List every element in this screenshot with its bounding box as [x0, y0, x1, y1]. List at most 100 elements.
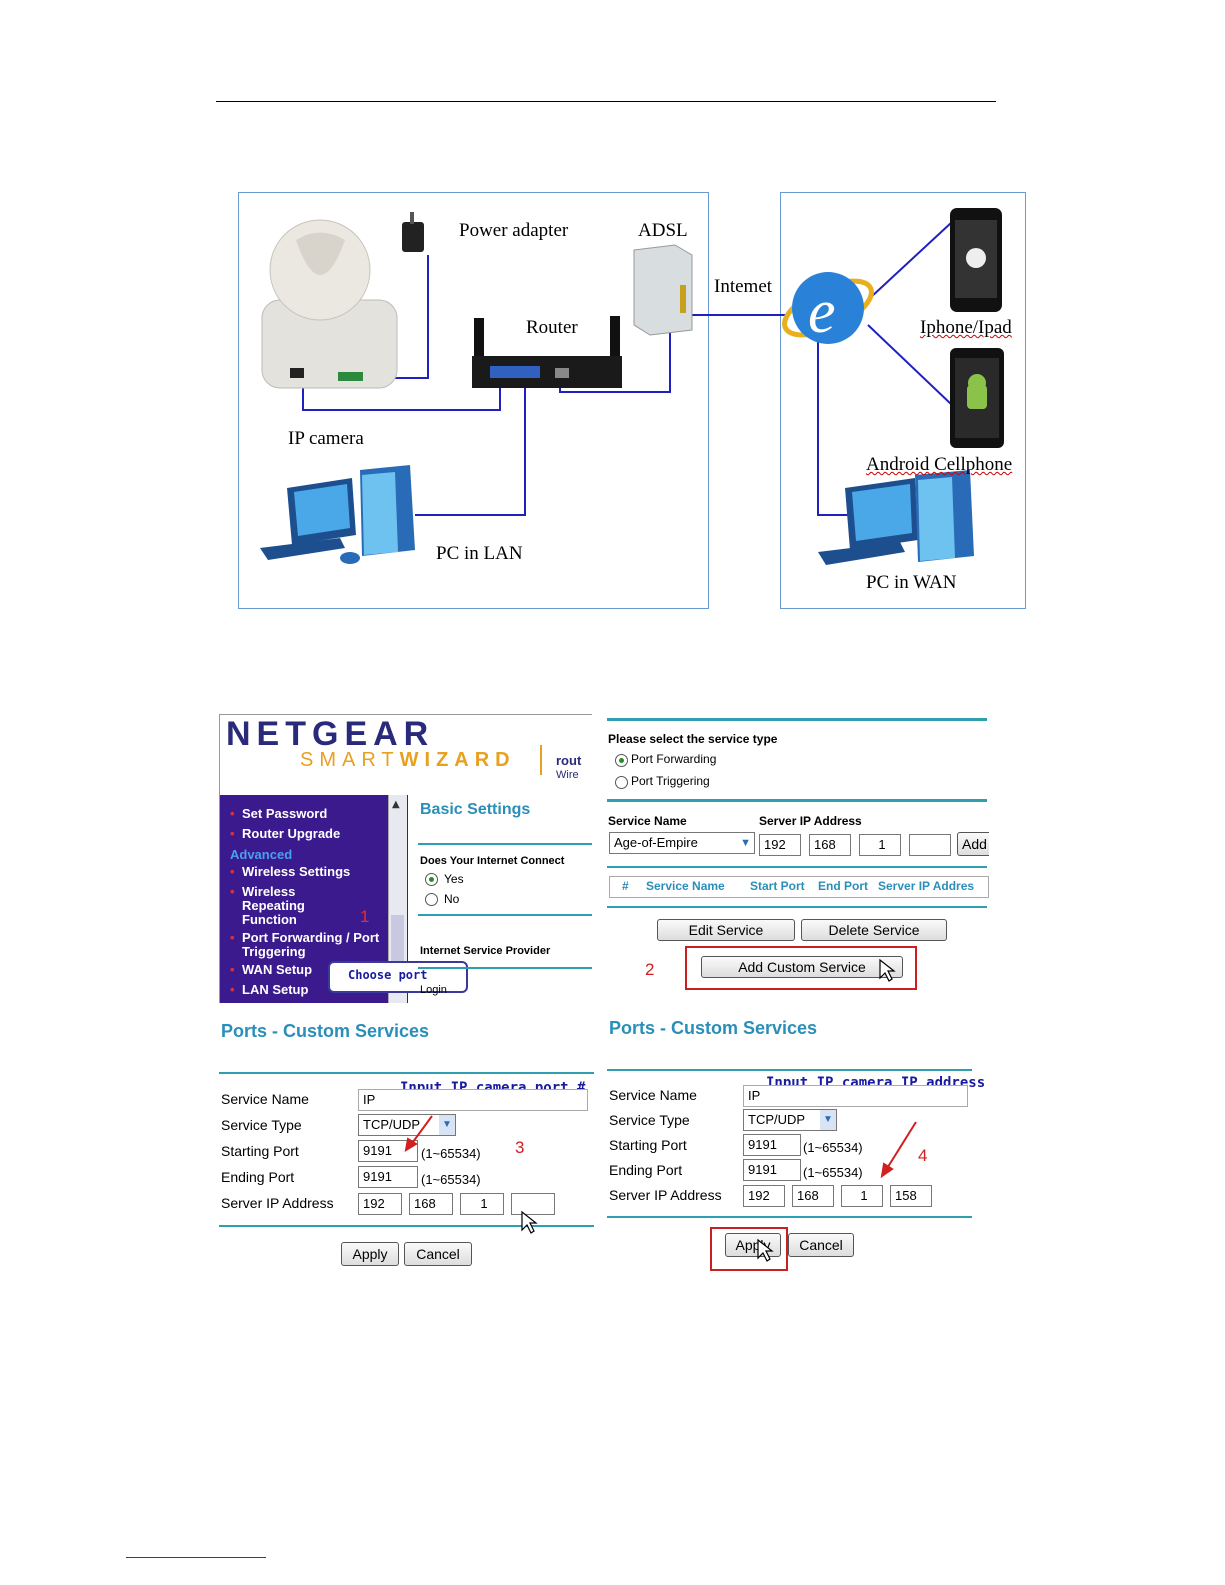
- ip-camera-icon: [261, 219, 398, 389]
- left-ip-2[interactable]: 168: [409, 1193, 453, 1215]
- custom-service-highlight: [685, 946, 917, 990]
- menu-set-password[interactable]: Set Password: [230, 807, 327, 822]
- right-label-server-ip: Server IP Address: [609, 1187, 722, 1203]
- advanced-menu: Set Password Router Upgrade Advanced Wir…: [220, 795, 408, 1003]
- radio-yes[interactable]: [425, 873, 438, 886]
- menu-port-forwarding[interactable]: Port Forwarding / Port Triggering: [230, 931, 382, 959]
- add-custom-service-button[interactable]: Add Custom Service: [701, 956, 903, 978]
- server-ip-3[interactable]: 1: [859, 834, 901, 856]
- delete-service-button[interactable]: Delete Service: [801, 919, 947, 941]
- right-ip-4[interactable]: 158: [890, 1185, 932, 1207]
- right-apply-button[interactable]: Apply: [725, 1233, 781, 1257]
- menu-lan-setup[interactable]: LAN Setup: [230, 983, 309, 998]
- adsl-label: ADSL: [638, 220, 688, 241]
- server-ip-1[interactable]: 192: [759, 834, 801, 856]
- chevron-down-icon: ▼: [439, 1115, 455, 1135]
- right-ip-3[interactable]: 1: [841, 1185, 883, 1207]
- left-apply-button[interactable]: Apply: [341, 1242, 399, 1266]
- right-starting-port-input[interactable]: 9191: [743, 1134, 801, 1156]
- radio-port-triggering[interactable]: [615, 776, 628, 789]
- basic-divider: [418, 843, 592, 845]
- service-type-heading: Please select the service type: [608, 732, 778, 746]
- arrowhead-4: [880, 1162, 894, 1179]
- th-start-port: Start Port: [750, 879, 805, 893]
- netgear-logo: NETGEAR: [226, 715, 435, 753]
- login-label: Login: [420, 984, 447, 996]
- right-service-type-select[interactable]: TCP/UDP▼: [743, 1109, 837, 1131]
- internet-explorer-icon: e: [782, 272, 874, 346]
- left-end-range: (1~65534): [421, 1172, 481, 1187]
- logo-side-text1: rout: [556, 753, 582, 768]
- pc-lan-label: PC in LAN: [436, 543, 523, 564]
- left-service-type-select[interactable]: TCP/UDP ▼: [358, 1114, 456, 1136]
- step-2-marker: 2: [645, 960, 655, 979]
- right-ip-2[interactable]: 168: [792, 1185, 834, 1207]
- smart-text: SMART: [300, 749, 400, 771]
- menu-wan-setup[interactable]: WAN Setup: [230, 963, 312, 978]
- port-triggering-label: Port Triggering: [631, 774, 710, 788]
- edit-service-button[interactable]: Edit Service: [657, 919, 795, 941]
- left-ip-3[interactable]: 1: [460, 1193, 504, 1215]
- pc-lan-icon: [260, 465, 415, 564]
- right-ending-port-input[interactable]: 9191: [743, 1159, 801, 1181]
- pc-wan-icon: [818, 470, 974, 565]
- left-starting-port-input[interactable]: 9191: [358, 1140, 418, 1162]
- menu-router-upgrade[interactable]: Router Upgrade: [230, 827, 340, 842]
- right-start-range: (1~65534): [803, 1140, 863, 1155]
- chevron-down-icon: ▼: [820, 1110, 836, 1130]
- footer-rule: [126, 1557, 266, 1558]
- scroll-thumb[interactable]: [391, 915, 404, 975]
- col-service-name: Service Name: [608, 814, 687, 828]
- left-ip-4[interactable]: [511, 1193, 555, 1215]
- camera-router-cable: [302, 378, 501, 411]
- server-ip-4[interactable]: [909, 834, 951, 856]
- left-cancel-button[interactable]: Cancel: [404, 1242, 472, 1266]
- right-ip-1[interactable]: 192: [743, 1185, 785, 1207]
- left-label-ending-port: Ending Port: [221, 1169, 295, 1185]
- choose-port-tooltip: Choose port: [328, 961, 468, 993]
- menu-wireless-repeating[interactable]: Wireless Repeating Function: [230, 885, 332, 927]
- ie-iphone-line: [869, 221, 953, 299]
- annotation-arrows: [404, 958, 917, 1262]
- step-4-marker: 4: [918, 1146, 928, 1165]
- radio-no[interactable]: [425, 893, 438, 906]
- left-start-range: (1~65534): [421, 1146, 481, 1161]
- right-cancel-button[interactable]: Cancel: [788, 1233, 854, 1257]
- isp-label: Internet Service Provider: [420, 945, 551, 957]
- ie-android-line: [867, 324, 953, 406]
- pc-wan-label: PC in WAN: [866, 572, 957, 593]
- network-diagram: e: [260, 208, 1004, 565]
- service-select[interactable]: Age-of-Empire▼: [609, 832, 755, 854]
- radio-port-forwarding[interactable]: [615, 754, 628, 767]
- left-service-type-value: TCP/UDP: [363, 1117, 421, 1132]
- adsl-modem-icon: [633, 244, 693, 336]
- radio-yes-label: Yes: [444, 872, 464, 886]
- tooltip-text: Choose port: [348, 968, 428, 982]
- internet-label: Intemet: [714, 276, 773, 297]
- mouse-cursor-icon: [521, 958, 896, 1262]
- server-ip-2[interactable]: 168: [809, 834, 851, 856]
- arrow-3: [409, 1115, 433, 1147]
- right-label-service-type: Service Type: [609, 1112, 690, 1128]
- left-form-bottom-divider: [219, 1225, 594, 1227]
- right-service-name-input[interactable]: IP: [743, 1085, 968, 1107]
- add-button[interactable]: Add: [957, 832, 989, 856]
- port-forwarding-label: Port Forwarding: [631, 752, 717, 766]
- left-form-top-divider: [219, 1072, 594, 1074]
- th-end-port: End Port: [818, 879, 868, 893]
- radio-yes-dot: [429, 877, 434, 882]
- radio-port-forwarding-dot: [619, 758, 624, 763]
- left-ip-1[interactable]: 192: [358, 1193, 402, 1215]
- left-ending-port-input[interactable]: 9191: [358, 1166, 418, 1188]
- left-service-name-input[interactable]: IP: [358, 1089, 588, 1111]
- right-form-bottom-divider: [607, 1216, 972, 1218]
- iphone-label: Iphone/Ipad: [920, 317, 1012, 338]
- logo-side-text2: Wire: [556, 769, 579, 781]
- scroll-up-arrow-icon[interactable]: ▲: [392, 799, 400, 810]
- service-top-divider: [607, 718, 987, 721]
- menu-scrollbar[interactable]: ▲: [388, 795, 407, 1003]
- radio-no-label: No: [444, 892, 460, 906]
- left-label-service-name: Service Name: [221, 1091, 309, 1107]
- arrowhead-3: [404, 1137, 418, 1152]
- menu-wireless-settings[interactable]: Wireless Settings: [230, 865, 350, 880]
